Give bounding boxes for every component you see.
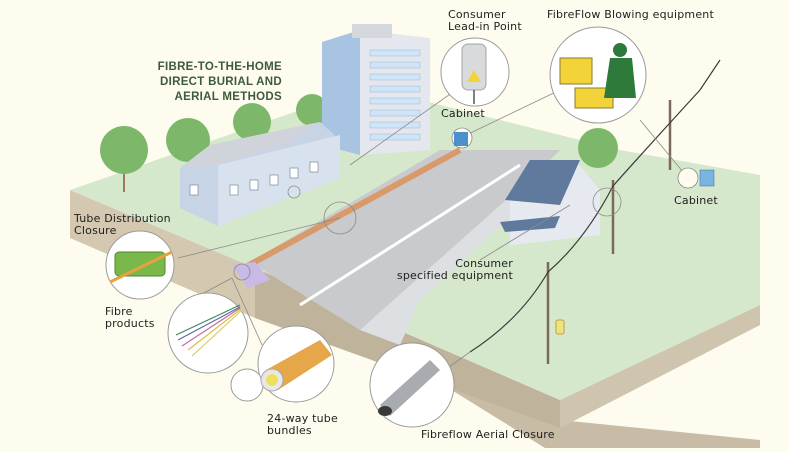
detached-house (500, 160, 600, 245)
label-fibre-products: Fibre products (105, 305, 155, 330)
callout-fibre-products (167, 292, 249, 374)
ground-soil-right (560, 305, 760, 428)
callout-tube-bundles (257, 325, 335, 403)
label-tube-distribution: Tube Distribution Closure (74, 212, 171, 237)
callout-tube-distribution-closure (105, 230, 175, 300)
aerial-cable (469, 59, 721, 353)
pole-cabinet (699, 169, 715, 187)
diagram-title: FIBRE-TO-THE-HOME DIRECT BURIAL AND AERI… (132, 60, 282, 105)
label-aerial-closure: Fibreflow Aerial Closure (421, 428, 555, 441)
road (250, 150, 560, 330)
aerial-closure-on-pole (555, 319, 565, 335)
terraced-houses (180, 122, 340, 226)
callout-aerial-closure (369, 342, 455, 428)
duct-trench (238, 147, 462, 273)
title-line-1: FIBRE-TO-THE-HOME (157, 61, 282, 73)
title-line-2: DIRECT BURIAL AND (159, 76, 282, 88)
label-consumer-equipment: Consumer specified equipment (396, 257, 513, 282)
title-line-3: AERIAL METHODS (174, 91, 282, 103)
street-cabinet (454, 132, 468, 146)
callout-blowing-equipment (549, 26, 647, 124)
callout-fibre-strand (230, 368, 264, 402)
ground-soil-front (255, 268, 760, 448)
trees (100, 94, 618, 192)
label-cabinet-street: Cabinet (441, 107, 485, 120)
label-cabinet-pole: Cabinet (674, 194, 718, 207)
label-consumer-lead-in: Consumer Lead-in Point (448, 8, 522, 33)
callout-consumer-lead-in (440, 37, 510, 107)
utility-poles (546, 100, 672, 364)
road-center-line (299, 163, 521, 307)
apartment-tower (322, 24, 430, 155)
purple-trench (232, 262, 270, 288)
label-tube-bundles: 24-way tube bundles (267, 412, 338, 437)
label-blowing-equipment: FibreFlow Blowing equipment (547, 8, 714, 21)
